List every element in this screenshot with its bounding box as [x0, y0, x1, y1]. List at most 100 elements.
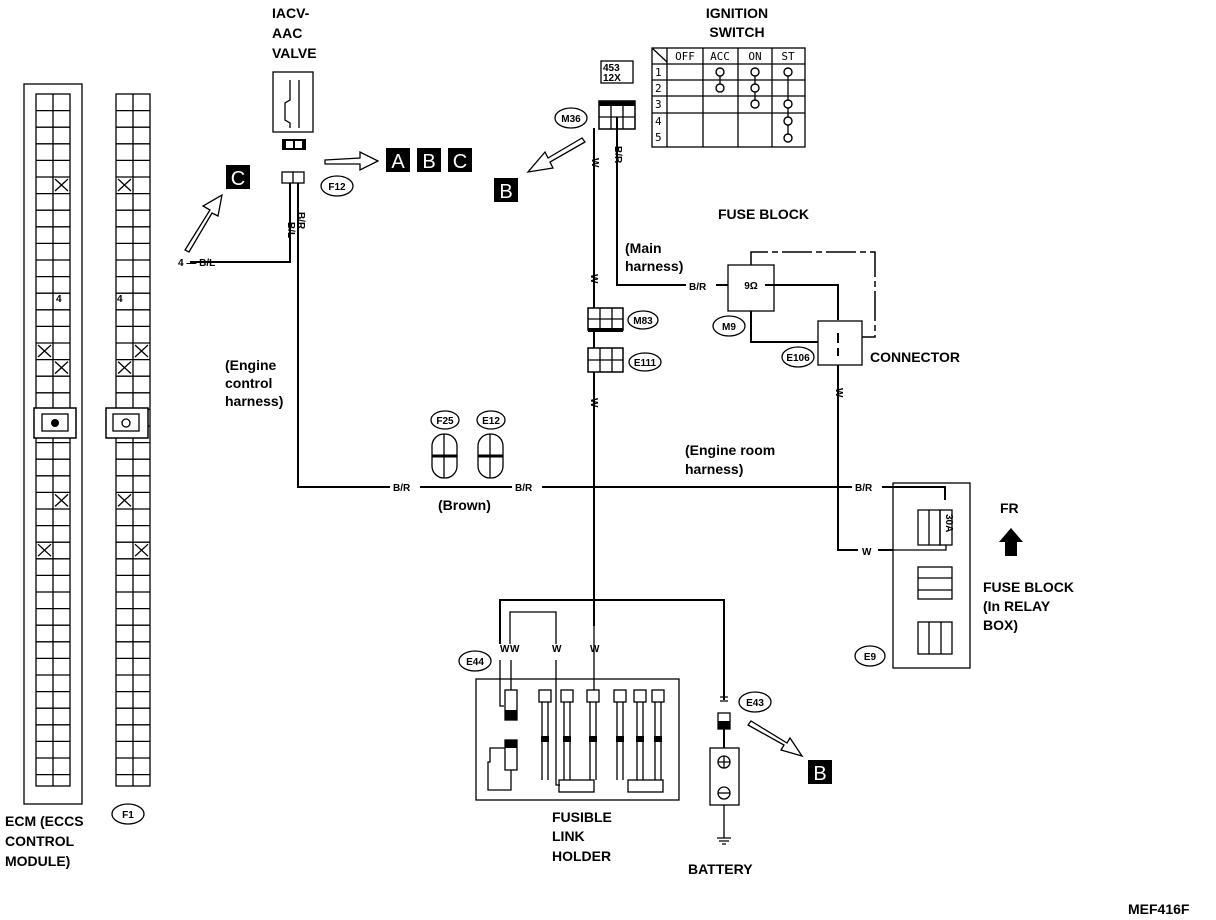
f25-e12-connector-symbol: [431, 433, 504, 479]
wire-label-br-1: B/R: [393, 483, 411, 494]
svg-text:12X: 12X: [603, 73, 621, 84]
figure-code: MEF416F: [1128, 901, 1190, 917]
svg-text:B: B: [422, 151, 435, 173]
unused-pin-x-icon: [134, 344, 149, 358]
ref-box-b-battery: B: [808, 760, 832, 785]
fuse-block-label: FUSE BLOCK: [718, 206, 809, 222]
e9-connector-id: E9: [864, 652, 877, 663]
harness-main-1: (Main: [625, 240, 662, 256]
svg-text:W: W: [590, 644, 600, 655]
harness-engine-control-1: (Engine: [225, 357, 277, 373]
ref-box-b-top: B: [417, 148, 441, 173]
svg-text:B: B: [499, 181, 512, 203]
fr-arrow-icon: [999, 528, 1023, 556]
iacv-label-2: AAC: [272, 25, 302, 41]
wire-w-relay: [837, 365, 893, 551]
harness-engine-control-2: control: [225, 375, 272, 391]
fr-label: FR: [1000, 500, 1019, 516]
svg-text:W: W: [552, 644, 562, 655]
wire-label-w-connector: W: [833, 388, 844, 398]
ecm-label-2: CONTROL: [5, 833, 75, 849]
svg-text:C: C: [231, 168, 245, 190]
arrow-right-icon: [324, 150, 380, 172]
e111-connector-symbol: [587, 347, 624, 373]
svg-text:1: 1: [655, 66, 662, 79]
iacv-label-3: VALVE: [272, 45, 317, 61]
unused-pin-x-icon: [54, 493, 69, 507]
ref-box-a: A: [386, 148, 410, 173]
f1-connector: 4: [105, 93, 151, 787]
wire-label-br-fuse: B/R: [689, 282, 707, 293]
ecm-pin-4: 4: [56, 294, 62, 305]
unused-pin-x-icon: [117, 178, 132, 192]
f12-connector-id: F12: [328, 182, 346, 193]
relay-label-1: FUSE BLOCK: [983, 579, 1074, 595]
f1-pin-4: 4: [117, 294, 123, 305]
ignition-switch-table: OFF ACC ON ST 1 2 3 4 5: [651, 47, 806, 148]
harness-engine-control-3: harness): [225, 393, 283, 409]
svg-text:9Ω: 9Ω: [744, 281, 758, 292]
fusible-label-1: FUSIBLE: [552, 809, 612, 825]
wire-label-br-relay: B/R: [855, 483, 873, 494]
e111-connector-id: E111: [634, 358, 657, 369]
battery-symbol: [709, 696, 740, 845]
connector-label: CONNECTOR: [870, 349, 960, 365]
wire-label-w-3: W: [588, 398, 599, 408]
harness-engine-room-1: (Engine room: [685, 442, 775, 458]
svg-text:A: A: [391, 151, 405, 173]
e106-connector-id: E106: [786, 353, 810, 364]
relay-fuse-block-e9: 30A: [892, 482, 971, 669]
unused-pin-x-icon: [54, 361, 69, 375]
fuse-block-m9: 9Ω: [727, 251, 876, 343]
m36-connector-id: M36: [561, 114, 581, 125]
wire-label-w-relay: W: [862, 547, 872, 558]
svg-text:30A: 30A: [943, 514, 954, 532]
ecm-label-3: MODULE): [5, 853, 70, 869]
fusible-label-2: LINK: [552, 828, 585, 844]
m9-connector-id: M9: [722, 322, 736, 333]
e12-connector-id: E12: [482, 416, 500, 427]
e44-connector-id: E44: [466, 657, 484, 668]
wire-label-br-2: B/R: [515, 483, 533, 494]
svg-text:C: C: [453, 151, 467, 173]
brown-label: (Brown): [438, 497, 491, 513]
iacv-valve-symbol: [272, 71, 314, 184]
battery-label: BATTERY: [688, 861, 753, 877]
iacv-label-1: IACV-: [272, 5, 310, 21]
ref-box-b-switch: B: [494, 178, 518, 203]
unused-pin-x-icon: [134, 543, 149, 557]
svg-text:B: B: [813, 763, 826, 785]
wire-label-br-vertical: B/R: [295, 212, 306, 230]
svg-text:4: 4: [655, 115, 662, 128]
svg-text:ST: ST: [781, 50, 795, 63]
ecm-label-1: ECM (ECCS: [5, 813, 84, 829]
svg-text:3: 3: [655, 98, 662, 111]
ref-box-c-top: C: [448, 148, 472, 173]
svg-text:W: W: [500, 644, 510, 655]
svg-text:2: 2: [655, 82, 662, 95]
unused-pin-x-icon: [54, 178, 69, 192]
wire-label-w-1: W: [589, 158, 600, 168]
wire-label-ecm-pin: 4 — B/L: [178, 258, 215, 269]
relay-label-3: BOX): [983, 617, 1018, 633]
arrow-down-right-icon: [747, 720, 804, 758]
wire-bl: [190, 183, 291, 263]
svg-text:ON: ON: [748, 50, 761, 63]
wire-br-main: [297, 183, 838, 488]
ignition-pin-block: 453 12X: [600, 60, 634, 84]
connector-e106: [817, 320, 863, 366]
f1-connector-id: F1: [122, 810, 134, 821]
unused-pin-x-icon: [117, 361, 132, 375]
arrow-up-right-icon: [184, 193, 223, 253]
svg-text:OFF: OFF: [675, 50, 695, 63]
harness-engine-room-2: harness): [685, 461, 743, 477]
ref-box-c: C: [226, 165, 250, 190]
harness-main-2: harness): [625, 258, 683, 274]
m83-connector-symbol: [587, 307, 624, 332]
relay-label-2: (In RELAY: [983, 598, 1051, 614]
fusible-label-3: HOLDER: [552, 848, 611, 864]
ignition-switch-label-2: SWITCH: [709, 24, 764, 40]
unused-pin-x-icon: [117, 493, 132, 507]
